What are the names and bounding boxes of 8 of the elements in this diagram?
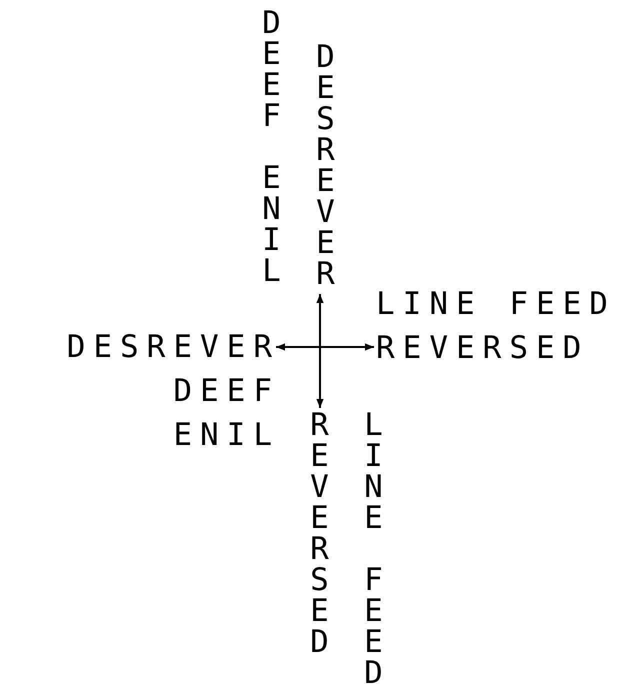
text-label: DESREVER DEEF ENIL bbox=[50, 325, 280, 457]
vertical-text: DESREVER bbox=[310, 42, 341, 290]
vertical-text: DEEF ENIL bbox=[256, 8, 287, 287]
vertical-text: REVERSED bbox=[304, 410, 335, 658]
arrow bbox=[316, 294, 324, 408]
arrow bbox=[276, 343, 374, 351]
vertical-text: LINE FEED bbox=[358, 410, 389, 689]
text-label: LINE FEED REVERSED bbox=[376, 282, 616, 370]
